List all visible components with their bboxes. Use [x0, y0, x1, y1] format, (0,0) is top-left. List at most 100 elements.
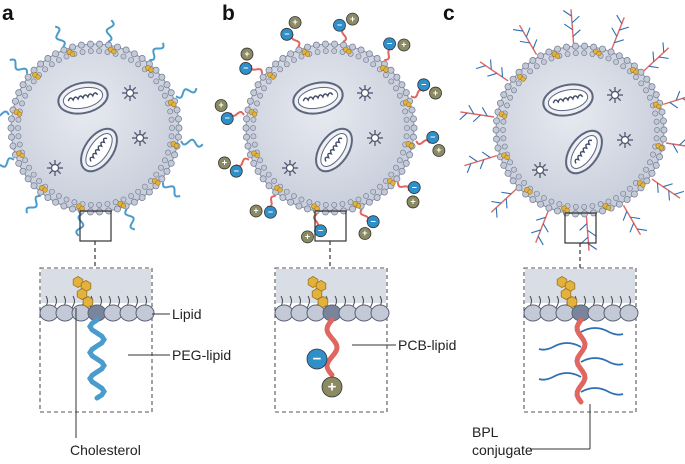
bpl-branch [501, 67, 504, 78]
zoom-box-c [564, 212, 597, 244]
positive-charge-icon: + [358, 227, 372, 240]
lipid-head [96, 201, 103, 208]
lipid-head [630, 190, 638, 198]
cholesterol-mark [173, 143, 180, 149]
positive-charge-icon: + [288, 16, 302, 29]
inset-core-band [525, 269, 635, 303]
lipid-head [589, 203, 596, 209]
lipid-head [654, 127, 660, 133]
lipid-head [56, 57, 62, 63]
lipid-head [500, 127, 506, 133]
lipid-head [135, 61, 142, 68]
lipid-head [357, 46, 365, 54]
lipid-head [128, 57, 134, 63]
positive-charge-icon: + [301, 230, 314, 244]
cholesterol-ring [76, 288, 88, 300]
lipid-head [246, 97, 254, 105]
particle-a [0, 19, 204, 237]
lipid-head [87, 208, 94, 216]
lipid-head [279, 194, 287, 201]
lipid-head [402, 108, 409, 115]
lipid-head [623, 57, 631, 64]
lipid-head [638, 173, 645, 180]
bpl-branch [532, 39, 538, 49]
bpl-branch [616, 14, 623, 24]
lipid-head [365, 50, 373, 58]
lipid-head [613, 195, 619, 201]
mrna-strand [324, 137, 343, 162]
lipid-head [507, 94, 514, 101]
lipid-head [96, 208, 103, 216]
lipid-head [533, 63, 540, 70]
lipid-head [304, 43, 311, 51]
lipid-head [387, 66, 395, 74]
lipid-head [501, 143, 508, 150]
lipid-head [167, 108, 174, 115]
lipid-head [373, 55, 381, 62]
lipid-head-large [603, 304, 623, 322]
protein-icon [132, 130, 148, 146]
bpl-backbone [479, 61, 509, 82]
cholesterol-mark [120, 203, 127, 209]
bpl-branch [479, 159, 485, 170]
lipid-head [410, 124, 418, 132]
lipid-head [261, 164, 267, 171]
lipid-head [120, 53, 127, 60]
lipid-head [322, 48, 329, 55]
lipid-head [656, 153, 664, 161]
lipid-head [261, 85, 267, 92]
lipid-head-large [539, 304, 559, 322]
lipid-head [515, 184, 523, 192]
lipid-head [60, 46, 68, 54]
protein-icon [532, 162, 548, 178]
lipid-head [572, 210, 579, 218]
lipid-head-large [119, 304, 139, 322]
lipid-head [265, 78, 272, 85]
lipid-head [130, 50, 138, 58]
charge-symbol: − [284, 29, 289, 39]
lipid-head [331, 40, 338, 48]
lipid-head-large [619, 304, 639, 322]
inset-core-band [41, 269, 151, 303]
inset-b: −+ [274, 267, 390, 413]
lipid-head [161, 92, 168, 99]
lipid-head [171, 151, 179, 159]
charge-symbol: − [337, 20, 342, 30]
lipid-head [500, 161, 508, 169]
bpl-backbone [643, 47, 670, 72]
peg-lipid-chain [87, 317, 107, 401]
lipid-head [393, 164, 399, 171]
lipid-head [298, 53, 305, 60]
lipid-head [257, 92, 264, 99]
cholesterol-mark [69, 51, 76, 57]
lipid-head [322, 201, 329, 208]
inset-core-band [276, 269, 386, 303]
bpl-branch [562, 10, 572, 17]
lipid-head [265, 182, 273, 190]
protein-core [135, 133, 145, 143]
charge-ball [220, 112, 234, 125]
protein-core [535, 165, 545, 175]
peg-chain [75, 213, 85, 237]
lipid-head [607, 48, 615, 56]
lipid-head [572, 50, 579, 57]
cholesterol-mark [304, 51, 311, 57]
cholesterol-mark [155, 180, 161, 186]
lipid-head [96, 40, 103, 48]
bpl-branch [619, 26, 630, 31]
lipid-head [8, 115, 15, 123]
lipid-head [277, 66, 284, 73]
lipid-head [287, 50, 295, 58]
lipid-head [279, 55, 287, 62]
lipid-head [15, 125, 21, 131]
negative-charge-icon: − [280, 27, 294, 41]
lipid-head [254, 100, 260, 107]
lipid-head [331, 48, 338, 55]
lipid-head [660, 126, 668, 134]
lipid-head [339, 201, 346, 207]
lipid-head [599, 45, 606, 53]
lipid-head [48, 188, 55, 195]
lipid-head [620, 63, 627, 70]
protein-core [620, 135, 630, 145]
bpl-backbone [518, 24, 538, 55]
